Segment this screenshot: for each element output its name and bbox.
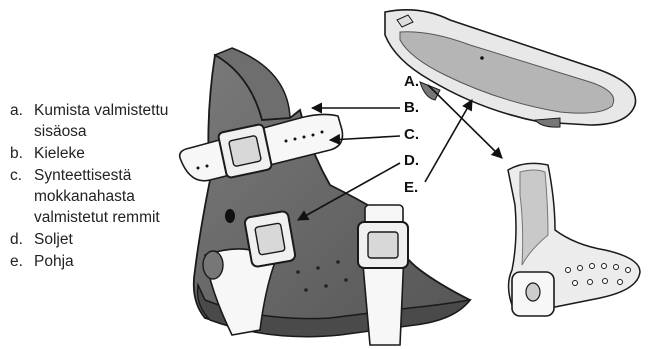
rivet <box>225 209 235 223</box>
callout-b: B. <box>404 99 419 116</box>
callout-c: C. <box>404 126 419 143</box>
arrow-e <box>425 100 472 182</box>
liner-piece <box>508 163 640 316</box>
inner-sole <box>385 10 636 127</box>
callout-d: D. <box>404 152 419 169</box>
callout-a: A. <box>404 73 419 90</box>
callout-e: E. <box>404 179 418 196</box>
